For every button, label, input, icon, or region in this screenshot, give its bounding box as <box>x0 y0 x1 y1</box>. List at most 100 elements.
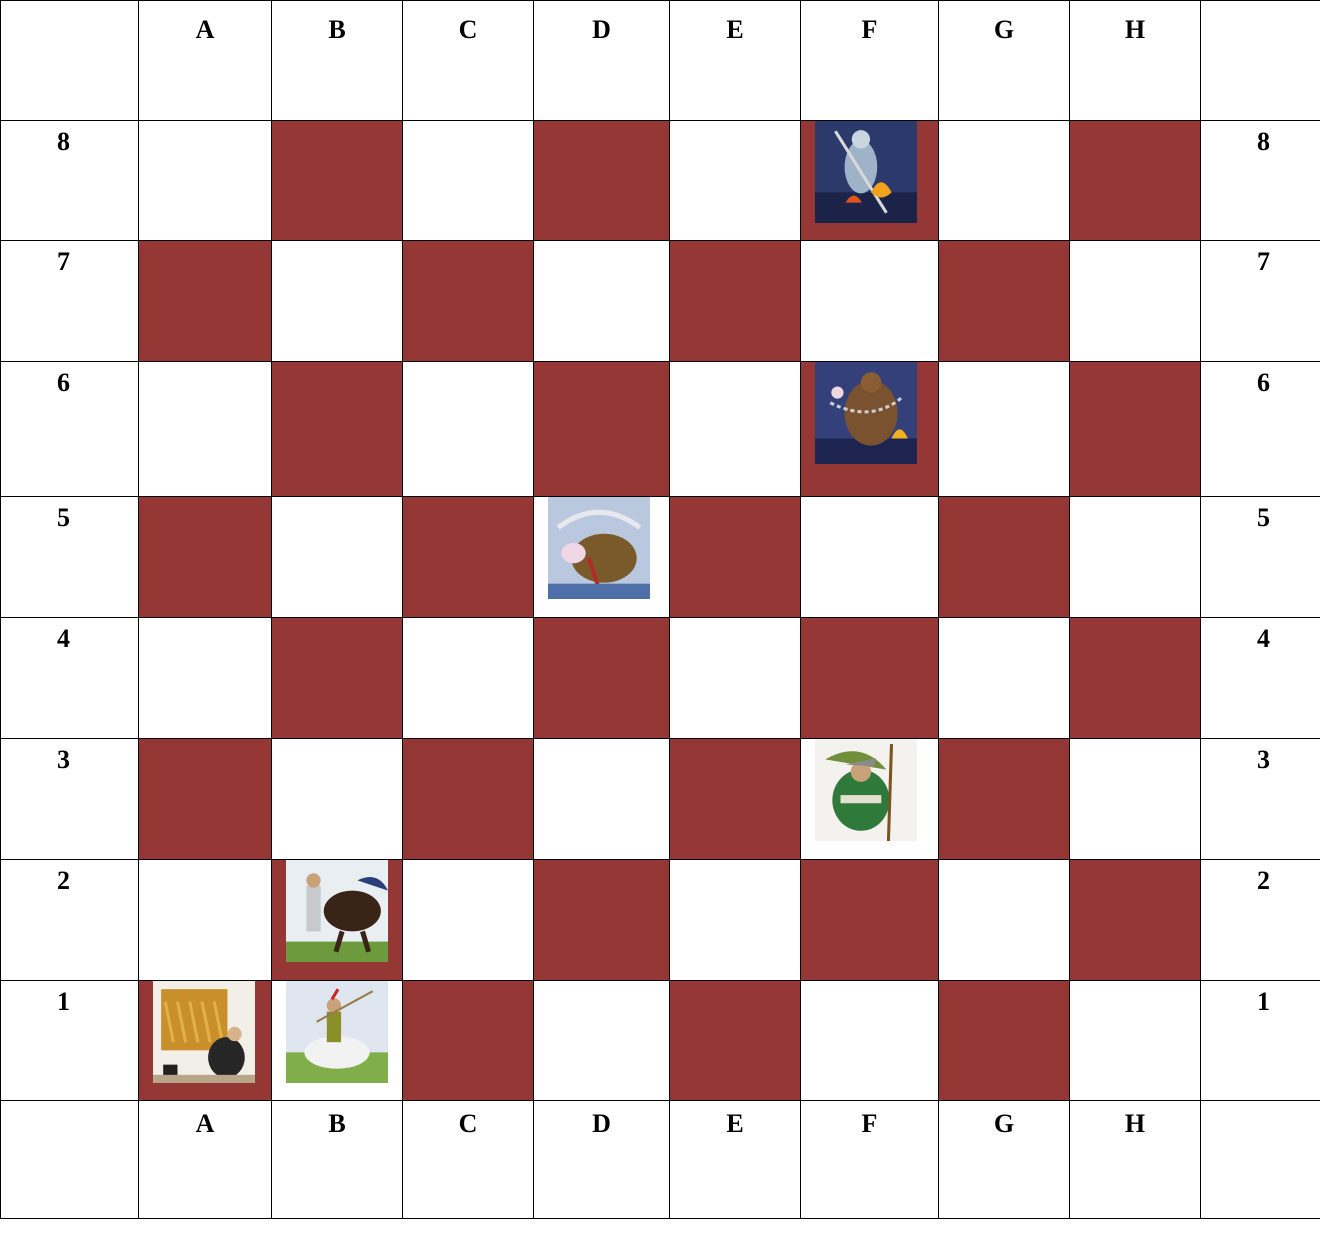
column-label-top-g: G <box>939 1 1070 121</box>
chained-giant-illustration[interactable] <box>815 362 917 464</box>
row-label-text: 4 <box>1201 618 1320 654</box>
square-c7[interactable] <box>403 241 534 362</box>
square-e6[interactable] <box>670 362 801 497</box>
column-label-text: D <box>534 1101 669 1139</box>
square-d6[interactable] <box>534 362 670 497</box>
column-label-text: B <box>272 1 402 45</box>
square-b8[interactable] <box>272 121 403 241</box>
square-d2[interactable] <box>534 860 670 981</box>
column-label-text: C <box>403 1 533 45</box>
square-a1[interactable] <box>139 981 272 1101</box>
square-b1[interactable] <box>272 981 403 1101</box>
square-e1[interactable] <box>670 981 801 1101</box>
rider-on-white-horse-illustration[interactable] <box>286 981 388 1083</box>
square-b7[interactable] <box>272 241 403 362</box>
row-label-text: 7 <box>1 241 138 277</box>
column-label-text: D <box>534 1 669 45</box>
square-c1[interactable] <box>403 981 534 1101</box>
square-g3[interactable] <box>939 739 1070 860</box>
square-g8[interactable] <box>939 121 1070 241</box>
row-label-text: 4 <box>1 618 138 654</box>
square-d7[interactable] <box>534 241 670 362</box>
square-e8[interactable] <box>670 121 801 241</box>
square-f1[interactable] <box>801 981 939 1101</box>
square-h3[interactable] <box>1070 739 1201 860</box>
square-h8[interactable] <box>1070 121 1201 241</box>
square-h4[interactable] <box>1070 618 1201 739</box>
square-e3[interactable] <box>670 739 801 860</box>
square-b6[interactable] <box>272 362 403 497</box>
square-b5[interactable] <box>272 497 403 618</box>
square-a6[interactable] <box>139 362 272 497</box>
seated-woman-at-loom-illustration[interactable] <box>153 981 255 1083</box>
square-d4[interactable] <box>534 618 670 739</box>
square-g6[interactable] <box>939 362 1070 497</box>
row-label-text: 8 <box>1201 121 1320 157</box>
row-label-left-1: 1 <box>1 981 139 1101</box>
square-e7[interactable] <box>670 241 801 362</box>
row-label-left-8: 8 <box>1 121 139 241</box>
row-label-right-3: 3 <box>1201 739 1320 860</box>
row-label-text: 2 <box>1201 860 1320 896</box>
square-g5[interactable] <box>939 497 1070 618</box>
square-g4[interactable] <box>939 618 1070 739</box>
square-e2[interactable] <box>670 860 801 981</box>
square-f8[interactable] <box>801 121 939 241</box>
square-g7[interactable] <box>939 241 1070 362</box>
column-label-top-a: A <box>139 1 272 121</box>
row-label-text: 1 <box>1201 981 1320 1017</box>
square-f2[interactable] <box>801 860 939 981</box>
horseman-with-dark-horse-illustration[interactable] <box>286 860 388 962</box>
square-h6[interactable] <box>1070 362 1201 497</box>
square-c3[interactable] <box>403 739 534 860</box>
square-c2[interactable] <box>403 860 534 981</box>
square-g1[interactable] <box>939 981 1070 1101</box>
square-e5[interactable] <box>670 497 801 618</box>
demon-with-trident-illustration[interactable] <box>815 121 917 223</box>
square-h2[interactable] <box>1070 860 1201 981</box>
square-a7[interactable] <box>139 241 272 362</box>
square-f6[interactable] <box>801 362 939 497</box>
square-c5[interactable] <box>403 497 534 618</box>
column-label-bottom-f: F <box>801 1101 939 1219</box>
square-g2[interactable] <box>939 860 1070 981</box>
square-h5[interactable] <box>1070 497 1201 618</box>
square-d1[interactable] <box>534 981 670 1101</box>
square-b4[interactable] <box>272 618 403 739</box>
column-label-text: C <box>403 1101 533 1139</box>
square-a4[interactable] <box>139 618 272 739</box>
square-f7[interactable] <box>801 241 939 362</box>
square-a3[interactable] <box>139 739 272 860</box>
square-a8[interactable] <box>139 121 272 241</box>
square-d8[interactable] <box>534 121 670 241</box>
square-c8[interactable] <box>403 121 534 241</box>
square-a2[interactable] <box>139 860 272 981</box>
square-b2[interactable] <box>272 860 403 981</box>
square-d3[interactable] <box>534 739 670 860</box>
corner-cell <box>1201 1 1320 121</box>
column-label-text: H <box>1070 1 1200 45</box>
square-c4[interactable] <box>403 618 534 739</box>
square-h1[interactable] <box>1070 981 1201 1101</box>
square-h7[interactable] <box>1070 241 1201 362</box>
square-f5[interactable] <box>801 497 939 618</box>
winged-dragon-illustration[interactable] <box>548 497 650 599</box>
square-c6[interactable] <box>403 362 534 497</box>
square-d5[interactable] <box>534 497 670 618</box>
square-f4[interactable] <box>801 618 939 739</box>
row-label-right-4: 4 <box>1201 618 1320 739</box>
row-label-right-1: 1 <box>1201 981 1320 1101</box>
square-a5[interactable] <box>139 497 272 618</box>
armored-warrior-illustration[interactable] <box>815 739 917 841</box>
row-label-text: 3 <box>1 739 138 775</box>
corner-cell <box>1201 1101 1320 1219</box>
column-label-text: A <box>139 1101 271 1139</box>
square-e4[interactable] <box>670 618 801 739</box>
square-b3[interactable] <box>272 739 403 860</box>
square-f3[interactable] <box>801 739 939 860</box>
